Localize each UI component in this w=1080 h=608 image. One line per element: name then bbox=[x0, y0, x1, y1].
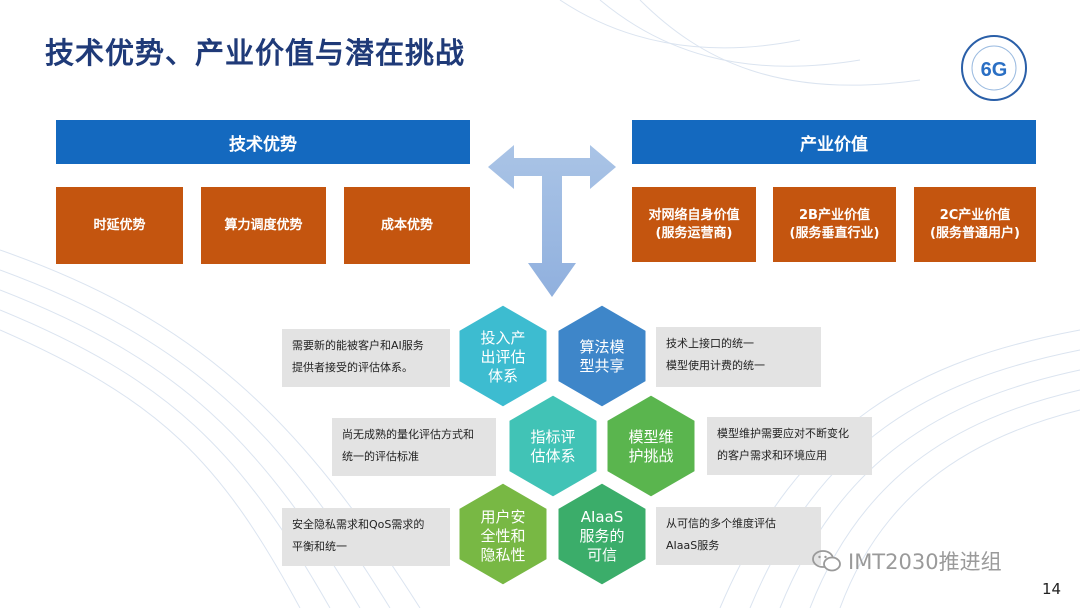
hex-label: 用户安 全性和 隐私性 bbox=[463, 508, 543, 565]
hex-label: AIaaS 服务的 可信 bbox=[562, 508, 642, 565]
hex-label-line: 估体系 bbox=[530, 447, 576, 465]
industry-item-line1: 2C产业价值 bbox=[939, 207, 1011, 223]
note-box: 安全隐私需求和QoS需求的 平衡和统一 bbox=[282, 508, 450, 566]
tech-item: 时延优势 bbox=[56, 187, 183, 264]
note-line2: 模型使用计费的统一 bbox=[666, 359, 765, 372]
page-number: 14 bbox=[1042, 580, 1062, 598]
hex-label-line: 体系 bbox=[487, 367, 518, 385]
note-line1: 需要新的能被客户和AI服务 bbox=[292, 339, 424, 352]
note-box: 模型维护需要应对不断变化 的客户需求和环境应用 bbox=[707, 417, 872, 475]
note-line1: 尚无成熟的量化评估方式和 bbox=[342, 428, 474, 441]
industry-item-line2: (服务垂直行业) bbox=[789, 225, 880, 241]
hex-label-line: 指标评 bbox=[530, 428, 576, 446]
hex-label: 指标评 估体系 bbox=[513, 428, 593, 466]
hex-label: 投入产 出评估 体系 bbox=[463, 329, 543, 386]
hex-label-line: 型共享 bbox=[579, 357, 625, 375]
industry-item-line1: 2B产业价值 bbox=[799, 207, 870, 223]
page-title: 技术优势、产业价值与潜在挑战 bbox=[45, 36, 466, 70]
note-box: 尚无成熟的量化评估方式和 统一的评估标准 bbox=[332, 418, 496, 476]
wechat-watermark: IMT2030推进组 bbox=[812, 546, 1002, 576]
hex-label: 算法模 型共享 bbox=[562, 338, 642, 376]
tech-item: 算力调度优势 bbox=[201, 187, 326, 264]
hex-label-line: 算法模 bbox=[579, 338, 625, 356]
note-line2: 的客户需求和环境应用 bbox=[717, 449, 827, 462]
hex-label-line: 隐私性 bbox=[480, 546, 526, 564]
wechat-icon bbox=[812, 550, 841, 572]
industry-item-line1: 对网络自身价值 bbox=[648, 207, 740, 223]
svg-text:6G: 6G bbox=[981, 59, 1008, 81]
hex-label: 模型维 护挑战 bbox=[611, 428, 691, 466]
hex-label-line: 可信 bbox=[586, 546, 617, 564]
tech-advantage-header: 技术优势 bbox=[56, 120, 470, 164]
note-line2: 统一的评估标准 bbox=[342, 450, 419, 463]
industry-item: 2B产业价值 (服务垂直行业) bbox=[773, 187, 896, 262]
note-box: 技术上接口的统一 模型使用计费的统一 bbox=[656, 327, 821, 387]
note-box: 从可信的多个维度评估 AIaaS服务 bbox=[656, 507, 821, 565]
industry-item: 对网络自身价值 (服务运营商) bbox=[632, 187, 756, 262]
industry-item-line2: (服务普通用户) bbox=[930, 225, 1020, 241]
hex-label-line: 全性和 bbox=[480, 527, 526, 545]
hex-label-line: 用户安 bbox=[480, 508, 526, 526]
hex-label-line: 模型维 bbox=[628, 428, 674, 446]
watermark-text: IMT2030推进组 bbox=[848, 550, 1002, 574]
note-line1: 从可信的多个维度评估 bbox=[666, 517, 776, 530]
hex-label-line: 出评估 bbox=[480, 348, 526, 366]
industry-value-header: 产业价值 bbox=[632, 120, 1036, 164]
note-box: 需要新的能被客户和AI服务 提供者接受的评估体系。 bbox=[282, 329, 450, 387]
industry-item: 2C产业价值 (服务普通用户) bbox=[914, 187, 1036, 262]
tech-item: 成本优势 bbox=[344, 187, 470, 264]
industry-item-line2: (服务运营商) bbox=[655, 225, 733, 241]
note-line1: 技术上接口的统一 bbox=[666, 337, 754, 350]
t-arrow-icon bbox=[488, 145, 616, 297]
note-line2: 平衡和统一 bbox=[292, 540, 347, 553]
hex-label-line: AIaaS bbox=[580, 508, 624, 526]
hex-label-line: 护挑战 bbox=[628, 447, 674, 465]
hex-label-line: 服务的 bbox=[579, 527, 625, 545]
note-line1: 安全隐私需求和QoS需求的 bbox=[292, 518, 425, 531]
note-line2: AIaaS服务 bbox=[666, 539, 720, 552]
note-line1: 模型维护需要应对不断变化 bbox=[717, 427, 849, 440]
note-line2: 提供者接受的评估体系。 bbox=[292, 361, 413, 374]
hex-label-line: 投入产 bbox=[480, 329, 526, 347]
imt2030-logo: 6G bbox=[960, 34, 1028, 102]
